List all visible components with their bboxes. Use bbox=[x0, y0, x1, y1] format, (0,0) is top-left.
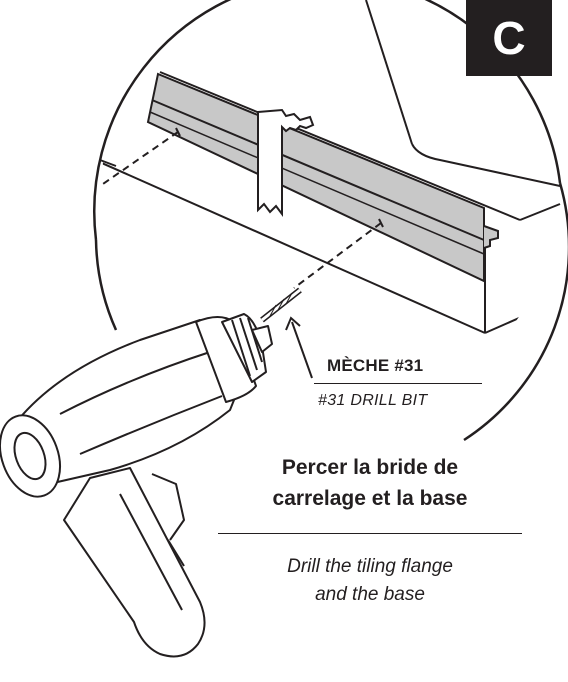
base-top-edge bbox=[159, 71, 521, 221]
caption-divider bbox=[218, 533, 522, 534]
instruction-caption-fr: Percer la bride de carrelage et la base bbox=[200, 452, 540, 514]
detail-circle bbox=[93, 0, 562, 241]
base-bottom-edge bbox=[102, 159, 486, 334]
masking-tape bbox=[257, 108, 315, 217]
base-edge-extension bbox=[99, 159, 117, 167]
detail-circle bbox=[94, 239, 118, 331]
detail-view bbox=[102, 0, 561, 334]
callout-arrowhead bbox=[285, 316, 301, 331]
instruction-caption-en: Drill the tiling flange and the base bbox=[200, 553, 540, 609]
drill-guide-line bbox=[293, 222, 382, 289]
power-drill bbox=[0, 313, 273, 658]
caption-en-line: Drill the tiling flange bbox=[287, 556, 453, 577]
caption-fr-line: carrelage et la base bbox=[272, 487, 468, 510]
drill-bit-label-fr: MÈCHE #31 bbox=[327, 356, 424, 375]
callout-leader bbox=[291, 321, 313, 379]
drill-bit-label-en: #31 DRILL BIT bbox=[318, 392, 428, 409]
wall-corner-line bbox=[365, 0, 413, 145]
callout-divider bbox=[314, 383, 482, 384]
flange-lip bbox=[483, 225, 499, 249]
drill-bit bbox=[260, 287, 302, 323]
base-side-edge bbox=[484, 299, 561, 334]
tiling-flange bbox=[146, 72, 485, 283]
step-badge: C bbox=[466, 0, 552, 76]
base-back-edge bbox=[411, 143, 561, 187]
flange-line bbox=[151, 99, 485, 241]
base-side-top bbox=[519, 203, 561, 221]
caption-en-line: and the base bbox=[315, 584, 425, 605]
caption-fr-line: Percer la bride de bbox=[281, 456, 459, 479]
drill-guide-line bbox=[102, 131, 179, 187]
flange-line bbox=[149, 111, 485, 255]
